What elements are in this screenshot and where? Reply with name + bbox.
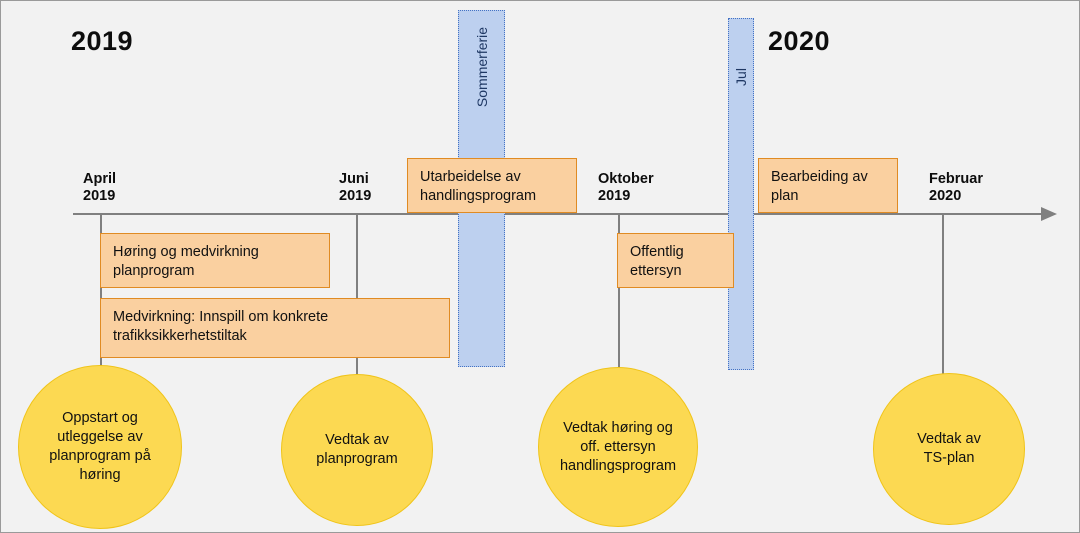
band-label-jul: Jul — [733, 68, 749, 86]
milestone-label-vedtak-ts-plan: Vedtak av TS-plan — [917, 431, 981, 466]
month-year-april: 2019 — [83, 188, 116, 204]
year-heading-2020: 2020 — [768, 26, 831, 56]
milestone-oppstart-utleggelse[interactable]: Oppstart og utleggelse av planprogram på… — [18, 365, 182, 529]
year-heading-2019: 2019 — [71, 26, 134, 56]
month-year-oktober: 2019 — [598, 188, 631, 204]
milestone-label-oppstart-utleggelse: Oppstart og utleggelse av planprogram på… — [49, 410, 151, 483]
month-label-juni: Juni 2019 — [339, 171, 371, 205]
task-box-bearbeiding-plan[interactable]: Bearbeiding av plan — [758, 158, 898, 213]
band-label-sommerferie: Sommerferie — [473, 26, 490, 108]
timeline-axis — [73, 213, 1048, 215]
month-name-juni: Juni — [339, 171, 369, 187]
tick-line-februar — [942, 215, 944, 380]
month-name-oktober: Oktober — [598, 171, 654, 187]
milestone-label-vedtak-planprogram: Vedtak av planprogram — [316, 432, 398, 467]
milestone-vedtak-planprogram[interactable]: Vedtak av planprogram — [281, 374, 433, 526]
milestone-vedtak-horing-ettersyn[interactable]: Vedtak høring og off. ettersyn handlings… — [538, 367, 698, 527]
task-box-horing-medvirkning-planprogram[interactable]: Høring og medvirkning planprogram — [100, 233, 330, 288]
month-label-februar: Februar 2020 — [929, 171, 983, 205]
band-jul: Jul — [728, 18, 754, 370]
timeline-arrow-icon — [1041, 207, 1057, 221]
month-label-april: April 2019 — [83, 171, 116, 205]
milestone-label-vedtak-horing-ettersyn: Vedtak høring og off. ettersyn handlings… — [559, 419, 677, 474]
tick-line-oktober — [618, 215, 620, 375]
month-name-februar: Februar — [929, 171, 983, 187]
month-label-oktober: Oktober 2019 — [598, 171, 654, 205]
month-year-juni: 2019 — [339, 188, 372, 204]
task-box-utarbeidelse-handlingsprogram[interactable]: Utarbeidelse av handlingsprogram — [407, 158, 577, 213]
milestone-vedtak-ts-plan[interactable]: Vedtak av TS-plan — [873, 373, 1025, 525]
task-box-medvirkning-innspill[interactable]: Medvirkning: Innspill om konkrete trafik… — [100, 298, 450, 358]
month-name-april: April — [83, 171, 117, 187]
month-year-februar: 2020 — [929, 188, 962, 204]
task-box-offentlig-ettersyn[interactable]: Offentlig ettersyn — [617, 233, 734, 288]
